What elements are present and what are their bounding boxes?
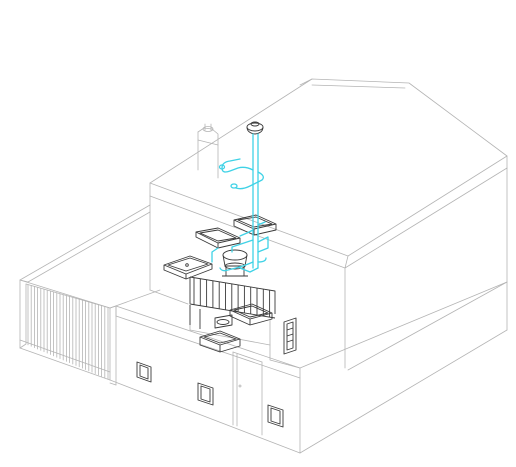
shower-tray — [163, 255, 213, 280]
gate — [232, 351, 263, 436]
roof — [149, 78, 508, 269]
door — [283, 317, 297, 355]
small-basin — [214, 314, 233, 329]
kitchen-sink — [233, 214, 277, 236]
utility-sink — [199, 330, 241, 353]
vent-stack — [252, 133, 259, 269]
water-heater — [189, 305, 201, 329]
chimney — [197, 123, 219, 179]
roof-vent-cap — [246, 121, 264, 135]
wash-basin — [195, 227, 241, 249]
wall-vent — [136, 361, 152, 383]
toilet — [222, 249, 248, 277]
wall-vent — [267, 404, 284, 428]
fence-slats — [27, 284, 109, 380]
garden-walls — [19, 204, 161, 381]
balcony-railing — [189, 276, 276, 319]
fixture-branch-pipes — [211, 221, 269, 273]
house-walls — [149, 167, 508, 371]
wall-vent — [197, 382, 214, 406]
front-wall — [109, 281, 508, 454]
laundry-sink — [229, 303, 273, 326]
upper-branch-pipe — [218, 158, 264, 190]
